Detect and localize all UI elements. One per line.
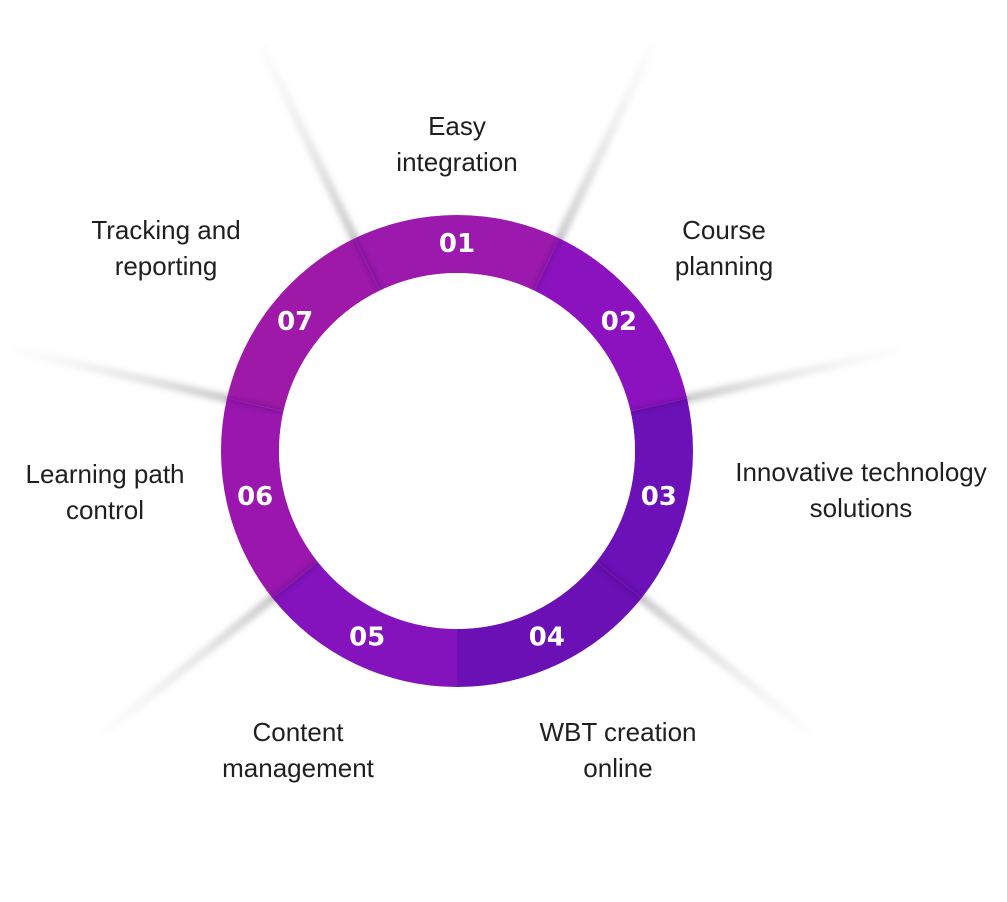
label-line: solutions (809, 493, 913, 523)
label-line: Learning path (25, 459, 185, 489)
ray-4 (629, 587, 826, 747)
label-tracking-reporting: Tracking and reporting (91, 212, 240, 284)
label-innovative-technology: Innovative technology solutions (735, 454, 987, 526)
ring-segment-03 (596, 398, 693, 599)
ray-3 (672, 342, 916, 406)
segment-divider (531, 237, 563, 292)
label-easy-integration: Easy integration (396, 108, 517, 180)
ring-segment-01 (354, 215, 560, 291)
ring-segment-07 (226, 238, 380, 412)
label-line: Innovative technology (735, 457, 987, 487)
label-line: Easy (428, 111, 486, 141)
segment-numbers: 01 02 03 04 05 06 07 (237, 229, 677, 653)
segment-divider (594, 559, 644, 601)
label-line: planning (674, 251, 774, 281)
segment-divider (351, 237, 383, 292)
label-line: integration (396, 147, 518, 177)
segment-divider (226, 395, 285, 415)
segment-divider (629, 395, 688, 415)
ring-segment-02 (534, 238, 688, 412)
segment-number-06: 06 (237, 482, 273, 512)
ray-2 (550, 26, 664, 252)
ring (220, 215, 693, 687)
label-line: reporting (114, 251, 218, 281)
segment-number-05: 05 (349, 623, 385, 653)
ring-segment-06 (220, 398, 318, 599)
segment-number-03: 03 (641, 482, 677, 512)
label-line: Tracking and (91, 215, 241, 245)
label-course-planning: Course planning (675, 212, 773, 284)
label-line: Course (682, 215, 766, 245)
segment-number-02: 02 (601, 307, 637, 337)
segment-number-07: 07 (277, 307, 313, 337)
ring-center (279, 273, 635, 629)
label-line: WBT creation (539, 717, 697, 747)
ray-7 (0, 342, 242, 406)
label-content-management: Content management (222, 714, 374, 786)
label-learning-path: Learning path control (25, 456, 184, 528)
ray-1 (250, 26, 364, 252)
segment-number-01: 01 (439, 229, 475, 259)
label-line: online (583, 753, 653, 783)
label-line: management (222, 753, 374, 783)
ring-segment-05 (272, 561, 457, 687)
ring-segment-04 (457, 561, 642, 687)
label-line: control (65, 495, 145, 525)
label-wbt-creation: WBT creation online (539, 714, 696, 786)
label-line: Content (252, 717, 344, 747)
decorative-rays (0, 26, 916, 902)
segment-divider (270, 559, 320, 601)
ray-6 (88, 587, 285, 747)
segment-number-04: 04 (529, 623, 565, 653)
